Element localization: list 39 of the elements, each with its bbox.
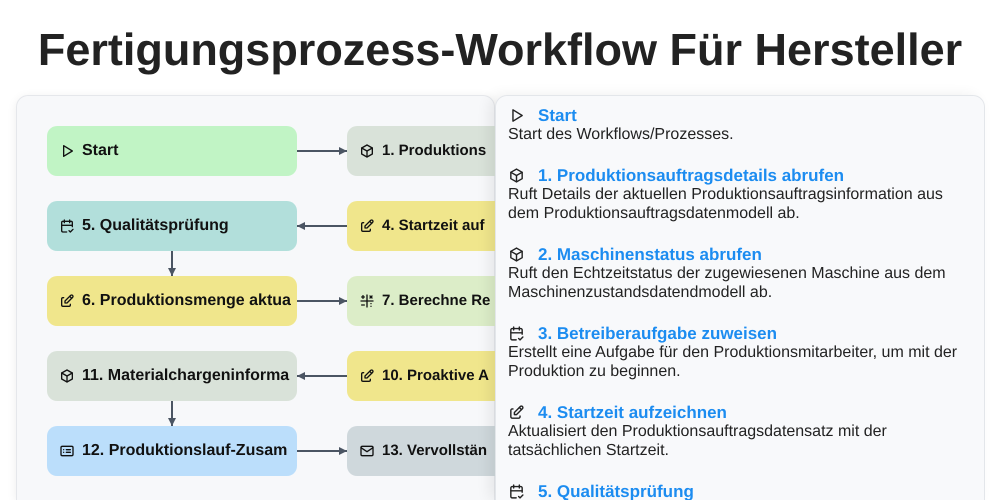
- process-box: [347, 426, 495, 476]
- process-box: [47, 201, 297, 251]
- arrow: [297, 372, 347, 380]
- process-box: [47, 426, 297, 476]
- diagram-title: Fertigungsprozess-Workflow Für Hersteller: [36, 27, 964, 72]
- step-label: 4. Startzeit auf: [382, 216, 485, 236]
- process-box: [47, 351, 297, 401]
- process-box: [47, 276, 297, 326]
- arrow: [297, 222, 347, 230]
- process-box: [347, 351, 495, 401]
- step-heading: 2. Maschinenstatus abrufen: [538, 245, 762, 264]
- step-label: 1. Produktions: [382, 141, 486, 161]
- step-heading: 3. Betreiberaufgabe zuweisen: [538, 324, 778, 343]
- step-label: 7. Berechne Re: [382, 291, 490, 311]
- step-label: 10. Proaktive A: [382, 366, 489, 386]
- step-label: 11. Materialchargeninforma: [82, 366, 290, 386]
- arrow: [168, 401, 176, 426]
- step-description: Ruft Details der aktuellen Produktionsauftragsinformation aus dem Produktionsauftragsdatenmodell ab.: [508, 185, 944, 223]
- step-description: Erstellt eine Aufgabe für den Produktionsmitarbeiter, um mit der Produktion zu beginnen.: [508, 343, 958, 381]
- description-panel: [495, 95, 985, 500]
- step-label: Start: [82, 141, 118, 161]
- arrow: [297, 147, 347, 155]
- process-box: [347, 276, 495, 326]
- step-label: 5. Qualitätsprüfung: [82, 216, 229, 236]
- step-label: 6. Produktionsmenge aktua: [82, 291, 291, 311]
- step-label: 13. Vervollstän: [382, 441, 488, 461]
- step-description: Ruft den Echtzeitstatus der zugewiesenen Maschine aus dem Maschinenzustandsdatendmodell ab.: [508, 264, 947, 302]
- arrow: [168, 251, 176, 276]
- arrow: [297, 447, 347, 455]
- process-box: [347, 201, 495, 251]
- process-box: [47, 126, 297, 176]
- step-heading: 4. Startzeit aufzeichnen: [538, 403, 727, 422]
- arrow: [297, 297, 347, 305]
- step-heading: 1. Produktionsauftragsdetails abrufen: [538, 166, 844, 185]
- step-description: Start des Workflows/Prozesses.: [508, 125, 735, 144]
- process-box: [347, 126, 495, 176]
- step-label: 12. Produktionslauf-Zusam: [82, 441, 288, 461]
- step-description: Aktualisiert den Produktionsauftragsdatensatz mit der tatsächlichen Startzeit.: [508, 422, 888, 460]
- step-heading: Start: [538, 106, 577, 125]
